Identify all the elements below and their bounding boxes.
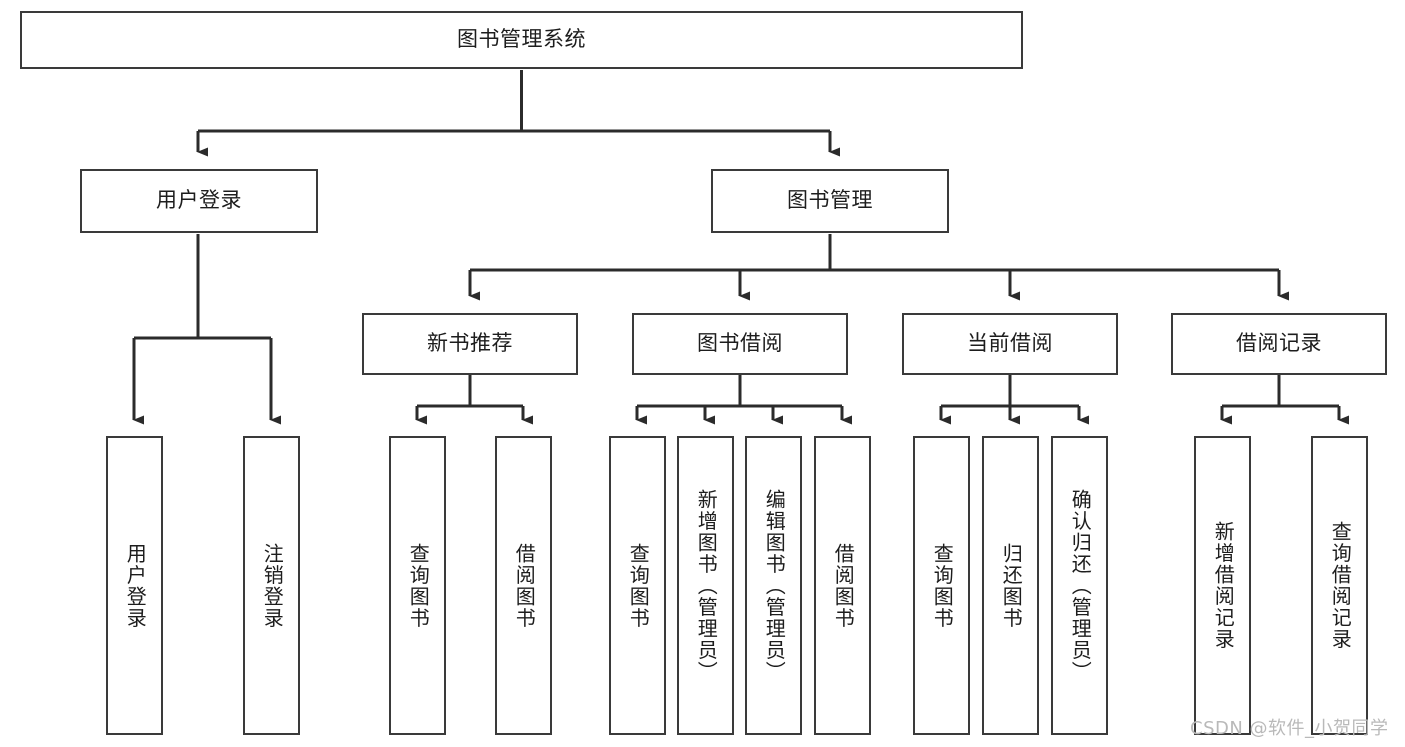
leaf-label: 借阅图书 bbox=[831, 542, 856, 629]
node-book-borrow-label: 图书借阅 bbox=[697, 331, 783, 356]
node-root-label: 图书管理系统 bbox=[457, 27, 586, 52]
leaf-record-query-record[interactable]: 查询借阅记录 bbox=[1311, 436, 1368, 735]
leaf-label: 新增借阅记录 bbox=[1211, 521, 1236, 650]
leaf-borrow-borrow-book[interactable]: 借阅图书 bbox=[814, 436, 871, 735]
leaf-borrow-edit-book[interactable]: 编辑图书（管理员） bbox=[745, 436, 802, 735]
node-book-management-label: 图书管理 bbox=[787, 188, 873, 213]
leaf-label: 查询图书 bbox=[626, 542, 651, 629]
leaf-user-login-login[interactable]: 用户登录 bbox=[106, 436, 163, 735]
node-current-borrow[interactable]: 当前借阅 bbox=[902, 313, 1118, 375]
leaf-recommend-borrow-book[interactable]: 借阅图书 bbox=[495, 436, 552, 735]
leaf-borrow-add-book[interactable]: 新增图书（管理员） bbox=[677, 436, 734, 735]
leaf-current-query-book[interactable]: 查询图书 bbox=[913, 436, 970, 735]
node-root[interactable]: 图书管理系统 bbox=[20, 11, 1023, 69]
node-borrow-record-label: 借阅记录 bbox=[1236, 331, 1322, 356]
leaf-recommend-query-book[interactable]: 查询图书 bbox=[389, 436, 446, 735]
node-user-login[interactable]: 用户登录 bbox=[80, 169, 318, 233]
leaf-label: 查询图书 bbox=[930, 542, 955, 629]
leaf-label: 确认归还（管理员） bbox=[1068, 488, 1093, 683]
leaf-label: 注销登录 bbox=[260, 542, 285, 629]
leaf-label: 新增图书（管理员） bbox=[694, 488, 719, 683]
leaf-current-return-book[interactable]: 归还图书 bbox=[982, 436, 1039, 735]
leaf-record-add-record[interactable]: 新增借阅记录 bbox=[1194, 436, 1251, 735]
leaf-current-confirm-return[interactable]: 确认归还（管理员） bbox=[1051, 436, 1108, 735]
leaf-user-login-logout[interactable]: 注销登录 bbox=[243, 436, 300, 735]
node-new-book-recommend-label: 新书推荐 bbox=[427, 331, 513, 356]
leaf-label: 查询借阅记录 bbox=[1328, 521, 1353, 650]
leaf-label: 查询图书 bbox=[406, 542, 431, 629]
leaf-label: 用户登录 bbox=[123, 542, 148, 629]
node-borrow-record[interactable]: 借阅记录 bbox=[1171, 313, 1387, 375]
leaf-label: 归还图书 bbox=[999, 542, 1024, 629]
node-book-borrow[interactable]: 图书借阅 bbox=[632, 313, 848, 375]
node-user-login-label: 用户登录 bbox=[156, 188, 242, 213]
node-book-management[interactable]: 图书管理 bbox=[711, 169, 949, 233]
csdn-watermark: CSDN @软件_小贺同学 bbox=[1190, 718, 1389, 739]
leaf-label: 编辑图书（管理员） bbox=[762, 488, 787, 683]
node-new-book-recommend[interactable]: 新书推荐 bbox=[362, 313, 578, 375]
leaf-borrow-query-book[interactable]: 查询图书 bbox=[609, 436, 666, 735]
node-current-borrow-label: 当前借阅 bbox=[967, 331, 1053, 356]
leaf-label: 借阅图书 bbox=[512, 542, 537, 629]
